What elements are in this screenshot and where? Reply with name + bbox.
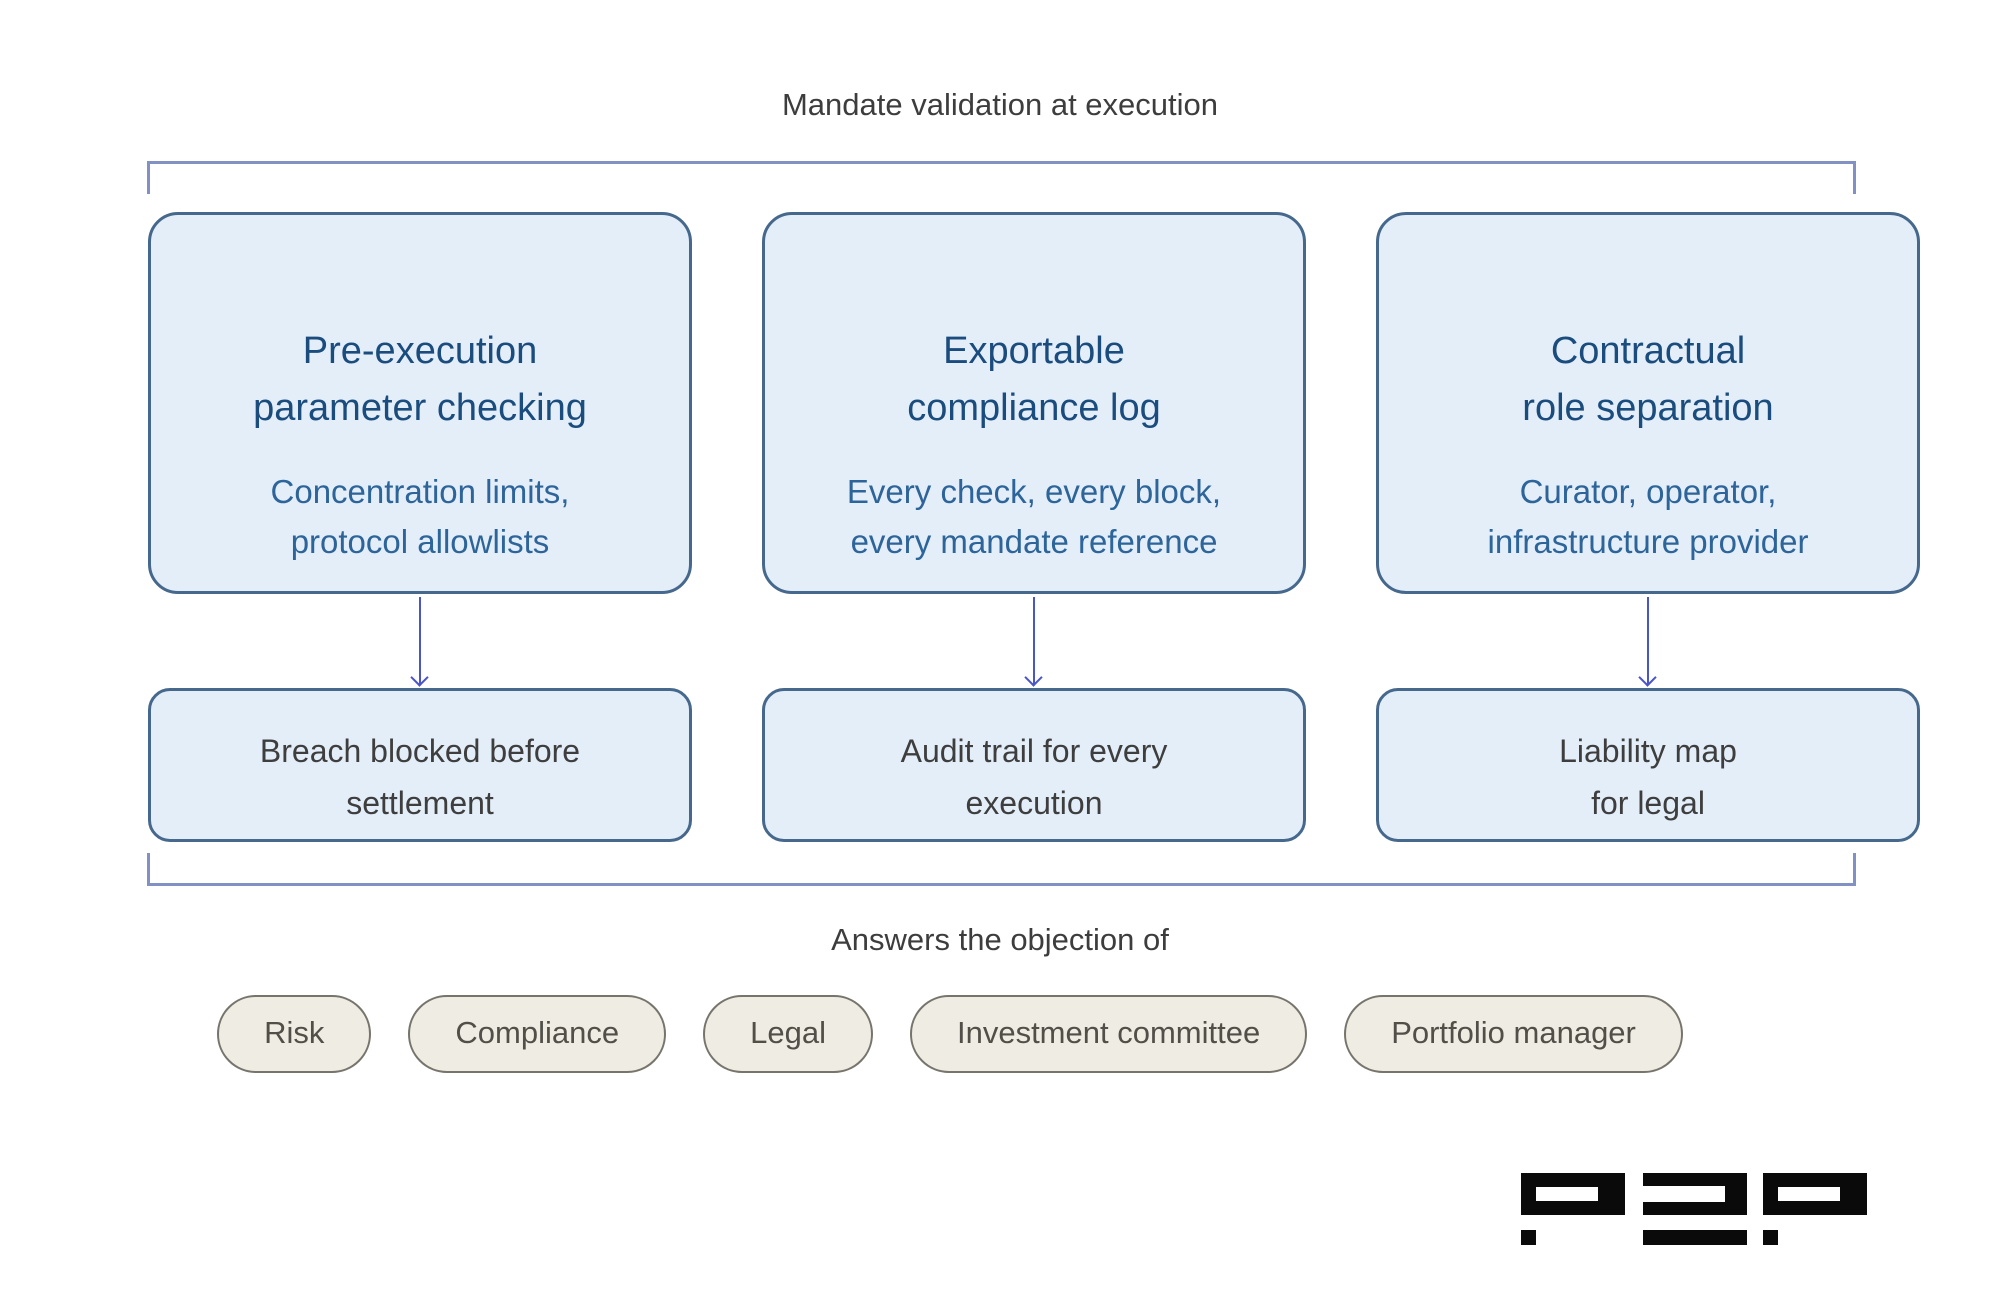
- feature-title-line: Contractual: [1550, 330, 1746, 372]
- pill-portfolio-manager: Portfolio manager: [1344, 995, 1683, 1073]
- down-arrow: [419, 597, 421, 685]
- outcome-line: Liability map: [1559, 733, 1737, 769]
- feature-subtitle: Concentration limits, protocol allowlist…: [151, 467, 689, 567]
- feature-subtitle-line: Every check, every block,: [846, 473, 1222, 510]
- outcome-box-audit-trail: Audit trail for every execution: [762, 688, 1306, 842]
- feature-subtitle: Every check, every block, every mandate …: [765, 467, 1303, 567]
- column-pre-execution: Pre-execution parameter checking Concent…: [148, 0, 692, 900]
- feature-title-line: parameter checking: [253, 387, 587, 429]
- feature-subtitle-line: protocol allowlists: [290, 523, 550, 560]
- objection-pills: Risk Compliance Legal Investment committ…: [0, 995, 1900, 1073]
- top-bracket: [147, 161, 1856, 194]
- outcome-line: Audit trail for every: [900, 733, 1168, 769]
- column-role-separation: Contractual role separation Curator, ope…: [1376, 0, 1920, 900]
- outcome-line: for legal: [1591, 785, 1705, 821]
- feature-title-line: Exportable: [943, 330, 1125, 372]
- feature-subtitle: Curator, operator, infrastructure provid…: [1379, 467, 1917, 567]
- outcome-line: settlement: [346, 785, 494, 821]
- feature-title-line: Pre-execution: [302, 330, 538, 372]
- objections-caption: Answers the objection of: [831, 922, 1169, 957]
- feature-title: Pre-execution parameter checking: [151, 323, 689, 437]
- feature-subtitle-line: Concentration limits,: [270, 473, 570, 510]
- pill-investment-committee: Investment committee: [909, 995, 1308, 1073]
- down-arrow: [1033, 597, 1035, 685]
- diagram-title: Mandate validation at execution: [781, 87, 1218, 122]
- pill-risk: Risk: [217, 995, 372, 1073]
- feature-box-pre-execution: Pre-execution parameter checking Concent…: [148, 212, 692, 594]
- outcome-box-liability-map: Liability map for legal: [1376, 688, 1920, 842]
- p2p-logo-icon: [1521, 1173, 1867, 1245]
- outcome-line: Breach blocked before: [259, 733, 581, 769]
- down-arrow: [1647, 597, 1649, 685]
- bottom-bracket: [147, 853, 1856, 886]
- feature-title: Contractual role separation: [1379, 323, 1917, 437]
- feature-subtitle-line: infrastructure provider: [1487, 523, 1809, 560]
- feature-subtitle-line: Curator, operator,: [1519, 473, 1777, 510]
- pill-legal: Legal: [703, 995, 873, 1073]
- feature-title-line: role separation: [1522, 387, 1774, 429]
- feature-title: Exportable compliance log: [765, 323, 1303, 437]
- feature-title-line: compliance log: [907, 387, 1161, 429]
- feature-box-compliance-log: Exportable compliance log Every check, e…: [762, 212, 1306, 594]
- feature-subtitle-line: every mandate reference: [850, 523, 1218, 560]
- pill-compliance: Compliance: [408, 995, 667, 1073]
- feature-box-role-separation: Contractual role separation Curator, ope…: [1376, 212, 1920, 594]
- outcome-box-breach-blocked: Breach blocked before settlement: [148, 688, 692, 842]
- outcome-line: execution: [965, 785, 1103, 821]
- column-compliance-log: Exportable compliance log Every check, e…: [762, 0, 1306, 900]
